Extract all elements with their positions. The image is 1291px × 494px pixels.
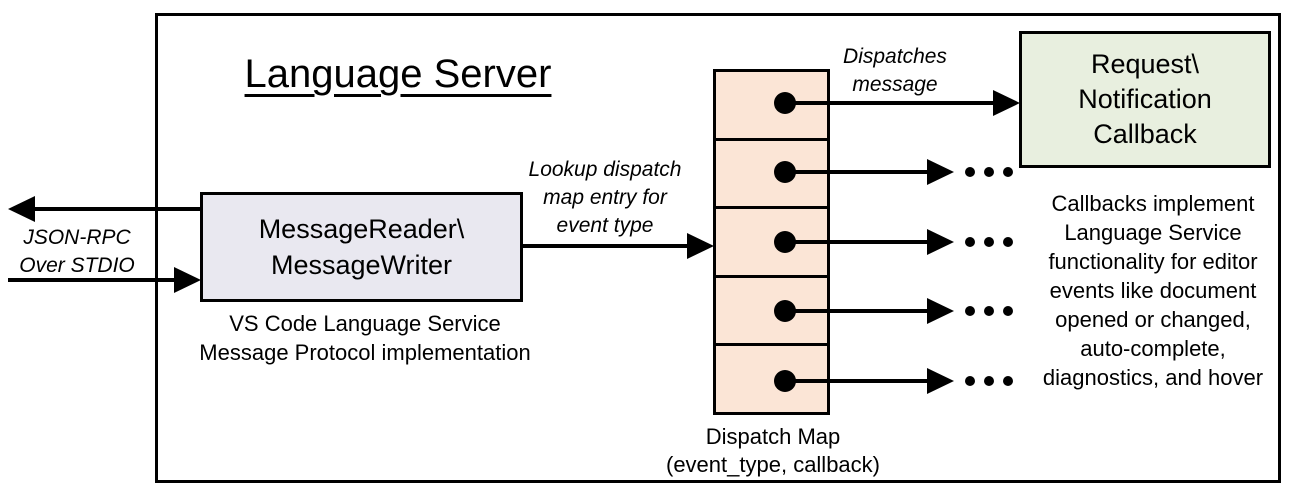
- map-caption-line2: (event_type, callback): [666, 452, 880, 477]
- dispatches-label: Dispatches message: [815, 43, 975, 99]
- dispatch-map-cell: [716, 209, 827, 278]
- reader-box-caption: VS Code Language Service Message Protoco…: [165, 309, 565, 367]
- callbacks-note-line: Language Service: [1064, 220, 1242, 245]
- callback-box-line1: Request\: [1090, 49, 1200, 79]
- callback-box-line2: Notification: [1078, 84, 1212, 114]
- lookup-arrowhead-icon: [687, 233, 714, 259]
- callbacks-note-line: diagnostics, and hover: [1042, 365, 1264, 390]
- dispatch-arrow-line: [785, 309, 927, 313]
- ellipsis-icon: [965, 376, 1013, 386]
- dispatch-arrowhead-icon: [927, 368, 954, 394]
- stdio-in-arrowhead-icon: [174, 267, 201, 293]
- dispatch-map-caption: Dispatch Map (event_type, callback): [648, 423, 898, 479]
- lookup-arrow-line: [523, 244, 687, 248]
- ellipsis-icon: [965, 167, 1013, 177]
- lookup-label-line1: Lookup dispatch: [528, 158, 682, 181]
- ellipsis-icon: [965, 237, 1013, 247]
- diagram-title: Language Server: [244, 52, 552, 96]
- stdio-label-line1: JSON-RPC: [23, 226, 131, 249]
- dispatch-map-cell: [716, 278, 827, 347]
- callbacks-note-line: events like document: [1049, 278, 1257, 303]
- dispatch-arrowhead-icon: [927, 229, 954, 255]
- dispatch-map-cell: [716, 141, 827, 210]
- request-notification-callback-box: Request\ Notification Callback: [1019, 31, 1271, 168]
- stdio-in-arrow-line: [8, 278, 176, 282]
- callbacks-note-line: opened or changed,: [1055, 307, 1251, 332]
- callbacks-note-line: Callbacks implement: [1051, 191, 1255, 216]
- lookup-label: Lookup dispatch map entry for event type: [500, 156, 710, 240]
- dispatch-arrow-line: [785, 170, 927, 174]
- callbacks-note-line: functionality for editor: [1048, 249, 1258, 274]
- dispatch-arrowhead-icon: [927, 159, 954, 185]
- dispatches-label-line2: message: [852, 73, 938, 96]
- callback-box-line3: Callback: [1093, 119, 1197, 149]
- reader-box-line2: MessageWriter: [270, 250, 453, 280]
- stdio-channel-label: JSON-RPC Over STDIO: [2, 224, 152, 280]
- dispatch-arrow-line: [785, 379, 927, 383]
- reader-caption-line2: Message Protocol implementation: [199, 340, 531, 365]
- message-reader-writer-box: MessageReader\ MessageWriter: [200, 192, 523, 302]
- dispatch-map-cell: [716, 72, 827, 141]
- stdio-out-arrow-line: [32, 207, 202, 211]
- stdio-label-line2: Over STDIO: [19, 254, 135, 277]
- dispatch-arrow-line: [785, 101, 993, 105]
- dispatch-arrow-line: [785, 240, 927, 244]
- reader-caption-line1: VS Code Language Service: [229, 311, 501, 336]
- callbacks-note: Callbacks implement Language Service fun…: [1028, 189, 1278, 392]
- stdio-out-arrowhead-icon: [8, 196, 35, 222]
- dispatch-arrowhead-icon: [993, 90, 1020, 116]
- dispatches-label-line1: Dispatches: [843, 45, 947, 68]
- dispatch-arrowhead-icon: [927, 298, 954, 324]
- callbacks-note-line: auto-complete,: [1080, 336, 1226, 361]
- lookup-label-line3: event type: [556, 214, 654, 237]
- ellipsis-icon: [965, 306, 1013, 316]
- map-caption-line1: Dispatch Map: [705, 424, 841, 449]
- lookup-label-line2: map entry for: [543, 186, 667, 209]
- reader-box-line1: MessageReader\: [258, 214, 465, 244]
